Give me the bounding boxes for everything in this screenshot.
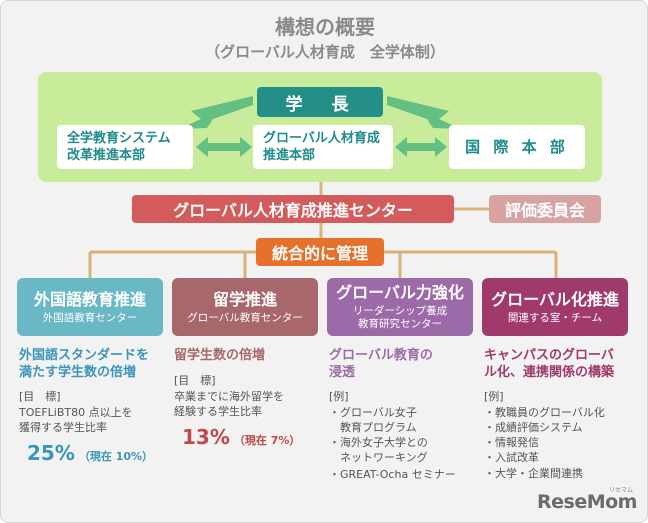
goal-line: 留学生数の倍増: [174, 348, 266, 363]
example-item: ・海外女子大学との: [329, 436, 428, 449]
example-item: ・成績評価システム: [484, 421, 583, 434]
reform-hq-box: 全学教育システム 改革推進本部: [57, 125, 193, 169]
column-subtitle: 外国語教育センター: [42, 311, 138, 324]
column-head-foreign-language: 外国語教育推進 外国語教育センター: [17, 278, 163, 336]
column-title: グローバル化推進: [491, 289, 619, 309]
goal-line: キャンパスのグローバ: [484, 348, 614, 363]
reform-hq-line1: 全学教育システム: [67, 131, 171, 146]
column-title: 外国語教育推進: [33, 289, 146, 309]
target-percent-value: 25%: [27, 441, 75, 465]
diagram-subtitle: （グローバル人材育成 全学体制）: [205, 43, 445, 61]
goal-line: 外国語スタンダードを: [19, 348, 150, 363]
president-box: 学 長: [257, 87, 383, 117]
example-item: ・GREAT-Ocha セミナー: [329, 468, 456, 481]
example-item: ・グローバル女子: [329, 406, 417, 419]
goal-line: グローバル教育の: [329, 348, 433, 363]
target-text: 獲得する学生比率: [19, 421, 107, 434]
integrated-management-box: 統合的に管理: [256, 238, 384, 266]
example-label: [例]: [329, 390, 349, 403]
column-subtitle: 教育研究センター: [358, 318, 442, 330]
goal-line: 浸透: [329, 365, 356, 380]
target-percent: 25%（現在 10%）: [27, 441, 153, 465]
example-label: [例]: [484, 390, 504, 403]
resemom-logo: ReseMom: [537, 491, 637, 513]
global-center-bar: グローバル人材育成推進センター: [132, 195, 454, 223]
intl-hq-box: 国 際 本 部: [449, 125, 585, 169]
column-subtitle: 関連する室・チーム: [507, 311, 603, 324]
column-title: グローバル力強化: [336, 283, 464, 302]
column-head-global-power: グローバル力強化 リーダーシップ養成 教育研究センター: [327, 278, 473, 336]
arrow-reform-global: [196, 137, 252, 157]
target-text: TOEFLiBT80 点以上を: [19, 406, 133, 419]
target-text: 卒業までに海外留学を: [174, 390, 284, 403]
target-percent-value: 13%: [182, 425, 230, 449]
global-hq-box: グローバル人材育成 推進本部: [253, 125, 393, 169]
goal-globalization: キャンパスのグローバ ル化、連携関係の構築: [484, 347, 634, 381]
target-label: [目 標]: [174, 374, 216, 387]
example-item: ・大学・企業間連携: [484, 467, 583, 480]
arrow-group: [179, 96, 461, 157]
target-text: 経験する学生比率: [174, 405, 262, 418]
target-percent-note: （現在 10%）: [78, 450, 154, 463]
example-item: 教育プログラム: [329, 421, 417, 434]
column-title: 留学推進: [212, 289, 277, 309]
reform-hq-line2: 改革推進本部: [67, 148, 146, 163]
goal-line: 満たす学生数の倍増: [19, 365, 137, 380]
diagram-title: 構想の概要: [275, 15, 375, 39]
example-item: ネットワーキング: [329, 451, 428, 464]
goal-global-power: グローバル教育の 浸透: [329, 347, 479, 381]
global-hq-line1: グローバル人材育成: [263, 131, 380, 146]
arrow-president-reform: [179, 96, 253, 129]
goal-study-abroad: 留学生数の倍増: [174, 347, 324, 364]
column-subtitle: グローバル教育センター: [187, 311, 303, 324]
target-percent-note: （現在 7%）: [233, 434, 301, 447]
example-item: ・教職員のグローバル化: [484, 406, 605, 419]
evaluation-committee-box: 評価委員会: [489, 195, 601, 223]
goal-foreign-language: 外国語スタンダードを 満たす学生数の倍増: [19, 347, 169, 381]
arrow-president-intl: [387, 96, 461, 129]
logo-kana: リセマム: [609, 487, 634, 494]
target-percent: 13%（現在 7%）: [182, 425, 300, 449]
example-item: ・情報発信: [484, 436, 539, 449]
example-item: ・入試改革: [484, 451, 539, 464]
column-subtitle: リーダーシップ養成: [352, 305, 448, 317]
global-hq-line2: 推進本部: [263, 148, 316, 163]
arrow-global-intl: [395, 137, 447, 157]
column-head-study-abroad: 留学推進 グローバル教育センター: [172, 278, 318, 336]
column-head-globalization: グローバル化推進 関連する室・チーム: [482, 278, 628, 336]
target-label: [目 標]: [19, 390, 61, 403]
goal-line: ル化、連携関係の構築: [484, 365, 615, 380]
